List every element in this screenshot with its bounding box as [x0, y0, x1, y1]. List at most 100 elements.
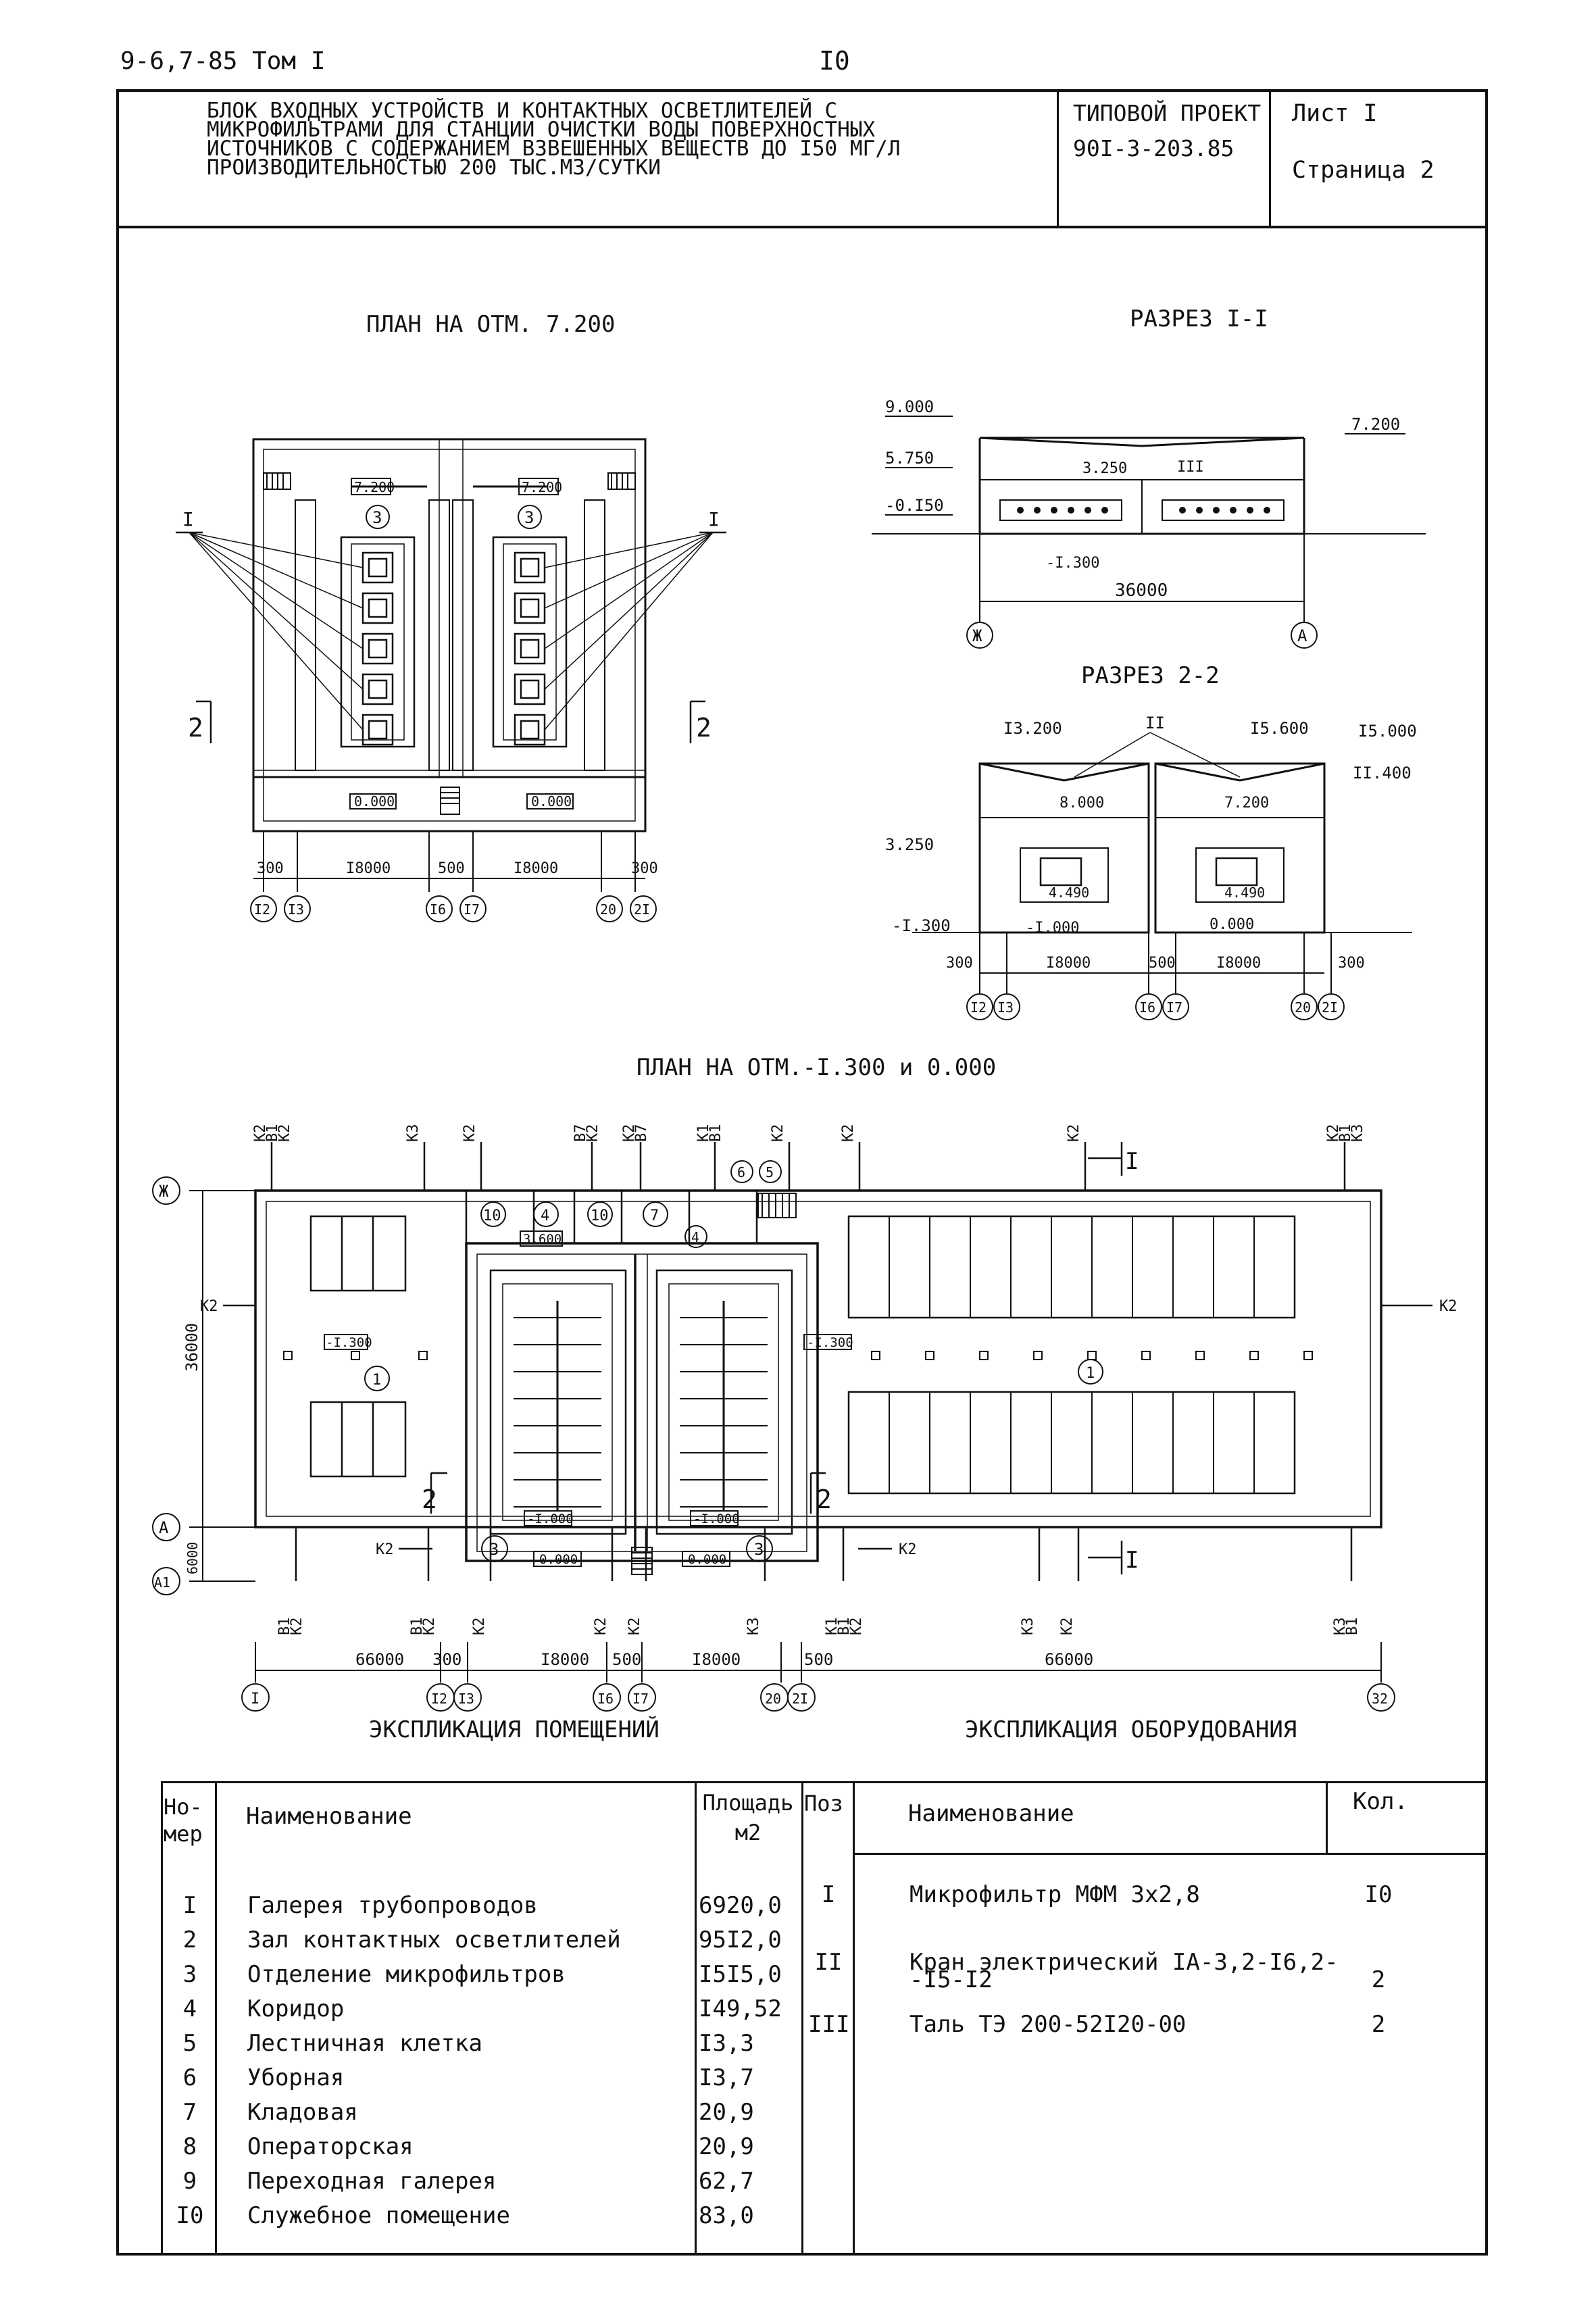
section-2-axis-1: I2	[970, 999, 987, 1016]
bottom-axis-7: 2I	[792, 1691, 808, 1707]
section-1-level-6: -I.300	[1046, 555, 1099, 572]
title-block-divider-1	[1057, 89, 1059, 227]
lower-section-mark-3: 2	[422, 1485, 437, 1514]
rooms-header-number: Но- мер	[164, 1794, 203, 1847]
room-name: Уборная	[247, 2064, 345, 2091]
equipment-position: III	[808, 2011, 850, 2038]
upper-dim-1: 300	[257, 860, 284, 877]
upper-elev-3: 0.000	[354, 793, 395, 810]
lower-elev-4: -I.000	[527, 1512, 574, 1526]
section-2-level-1: I3.200	[1003, 719, 1062, 738]
rooms-explication-title: ЭКСПЛИКАЦИЯ ПОМЕЩЕНИЙ	[369, 1716, 659, 1743]
bottom-axis-1: I	[251, 1691, 259, 1708]
lower-section-mark-4: 2	[816, 1485, 832, 1514]
room-name: Галерея трубопроводов	[247, 1892, 538, 1919]
lower-elev-1: 3.600	[523, 1232, 562, 1247]
section-1-level-2: 5.750	[885, 449, 934, 468]
room-name: Коридор	[247, 1995, 345, 2022]
equipment-position: II	[814, 1949, 843, 1976]
bottom-dim-7: 66000	[1045, 1650, 1093, 1669]
section-2-axis-5: 20	[1295, 999, 1311, 1016]
room-area: 20,9	[699, 2099, 754, 2126]
lower-room-marker-8: 1	[372, 1372, 381, 1389]
upper-section-mark-3: 2	[188, 713, 203, 743]
section-2-axis-2: I3	[997, 999, 1014, 1016]
side-pipe-label-4: К2	[899, 1541, 917, 1558]
section-1-marker: III	[1177, 459, 1204, 476]
pipe-label: В1	[409, 1618, 426, 1636]
section-1-level-4: 7.200	[1351, 415, 1400, 434]
room-number: 9	[182, 2168, 197, 2195]
pipe-label: К2	[621, 1124, 638, 1143]
page-number: I0	[819, 46, 850, 76]
bottom-dim-4: 500	[612, 1650, 641, 1669]
pipe-label: К2	[1325, 1124, 1342, 1143]
room-name: Служебное помещение	[247, 2202, 510, 2229]
pipe-label: К2	[1059, 1618, 1076, 1636]
title-block-bottom-rule	[116, 226, 1488, 228]
pipe-label: К3	[1349, 1124, 1366, 1143]
pipe-label: В1	[1344, 1618, 1361, 1636]
section-1-axis-2: А	[1297, 626, 1307, 645]
right-gallery-filters	[847, 1215, 1296, 1495]
room-name: Лестничная клетка	[247, 2030, 482, 2057]
section-1-level-1: 9.000	[885, 397, 934, 416]
left-dim-2: 6000	[184, 1542, 201, 1574]
lower-elev-5: -I.000	[693, 1512, 740, 1526]
room-number: 8	[182, 2133, 197, 2160]
upper-room-marker-1: 3	[372, 508, 382, 527]
pipe-label: К2	[626, 1618, 643, 1636]
pipe-label: В1	[1337, 1124, 1354, 1143]
section-1-title: РАЗРЕЗ I-I	[1130, 305, 1268, 332]
pipe-label: К2	[840, 1124, 857, 1143]
section-1-level-3: -0.I50	[885, 496, 944, 515]
left-axis-3: А1	[154, 1574, 170, 1591]
pipe-label: В7	[633, 1124, 650, 1143]
section-2-dim-1: 300	[946, 955, 973, 972]
upper-axis-1: I2	[254, 901, 270, 918]
upper-section-mark-2: I	[708, 508, 720, 530]
lower-room-marker-4: 7	[650, 1208, 659, 1224]
room-number: 5	[182, 2030, 197, 2057]
section-2-level-7: 3.250	[885, 835, 934, 854]
room-area: I49,52	[699, 1995, 782, 2022]
lower-room-marker-1: 10	[483, 1208, 501, 1224]
lower-room-marker-11: 3	[754, 1540, 764, 1559]
equipment-name: Кран электрический IA-3,2-I6,2-	[909, 1949, 1339, 1976]
room-number: 6	[182, 2064, 197, 2091]
upper-axis-2: I3	[288, 901, 304, 918]
rooms-header-area: Площадь м2	[702, 1790, 794, 1845]
upper-elev-1: 7.200	[354, 479, 395, 495]
bottom-dim-2: 300	[432, 1650, 462, 1669]
upper-plan-drawing: 7.200 7.200 0.000 0.000 3 3 I I 2 2 300 …	[176, 438, 726, 922]
sheet-label: Лист I	[1292, 100, 1378, 127]
equipment-position: I	[821, 1881, 836, 1908]
bottom-axis-6: 20	[765, 1691, 781, 1707]
pipe-label: К3	[1332, 1618, 1349, 1636]
upper-plan-title: ПЛАН НА ОТМ. 7.200	[366, 311, 616, 338]
pipe-label: В1	[707, 1124, 724, 1143]
section-1-axis-1: Ж	[972, 626, 982, 645]
lower-plan-drawing: 10 4 10 7 6 5 4 1 1 3 3 3.600 -I.300 -I.…	[152, 1124, 1457, 1712]
section-2-dim-4: I8000	[1216, 955, 1261, 972]
pipe-label: К2	[252, 1124, 269, 1143]
section-2-level-5: 8.000	[1059, 795, 1104, 812]
bottom-dim-5: I8000	[692, 1650, 741, 1669]
pipe-label: К2	[471, 1618, 488, 1636]
pipe-label: В7	[572, 1124, 589, 1143]
upper-dim-5: 300	[631, 860, 658, 877]
room-number: 2	[182, 1926, 197, 1953]
section-2-level-9: 4.490	[1224, 885, 1265, 901]
upper-axis-4: I7	[464, 901, 480, 918]
lower-room-marker-10: 3	[489, 1540, 499, 1559]
section-2-dim-3: 500	[1149, 955, 1176, 972]
section-2-dim-2: I8000	[1046, 955, 1091, 972]
room-name: Операторская	[247, 2133, 414, 2160]
room-area: 6920,0	[699, 1892, 782, 1919]
equipment-quantity: 2	[1371, 2011, 1386, 2038]
section-1-dim: 36000	[1115, 580, 1168, 601]
rooms-header-name: Наименование	[246, 1803, 412, 1830]
lower-section-mark-1: I	[1125, 1148, 1139, 1175]
bottom-axis-8: 32	[1372, 1691, 1388, 1707]
bottom-axis-5: I7	[632, 1691, 649, 1707]
